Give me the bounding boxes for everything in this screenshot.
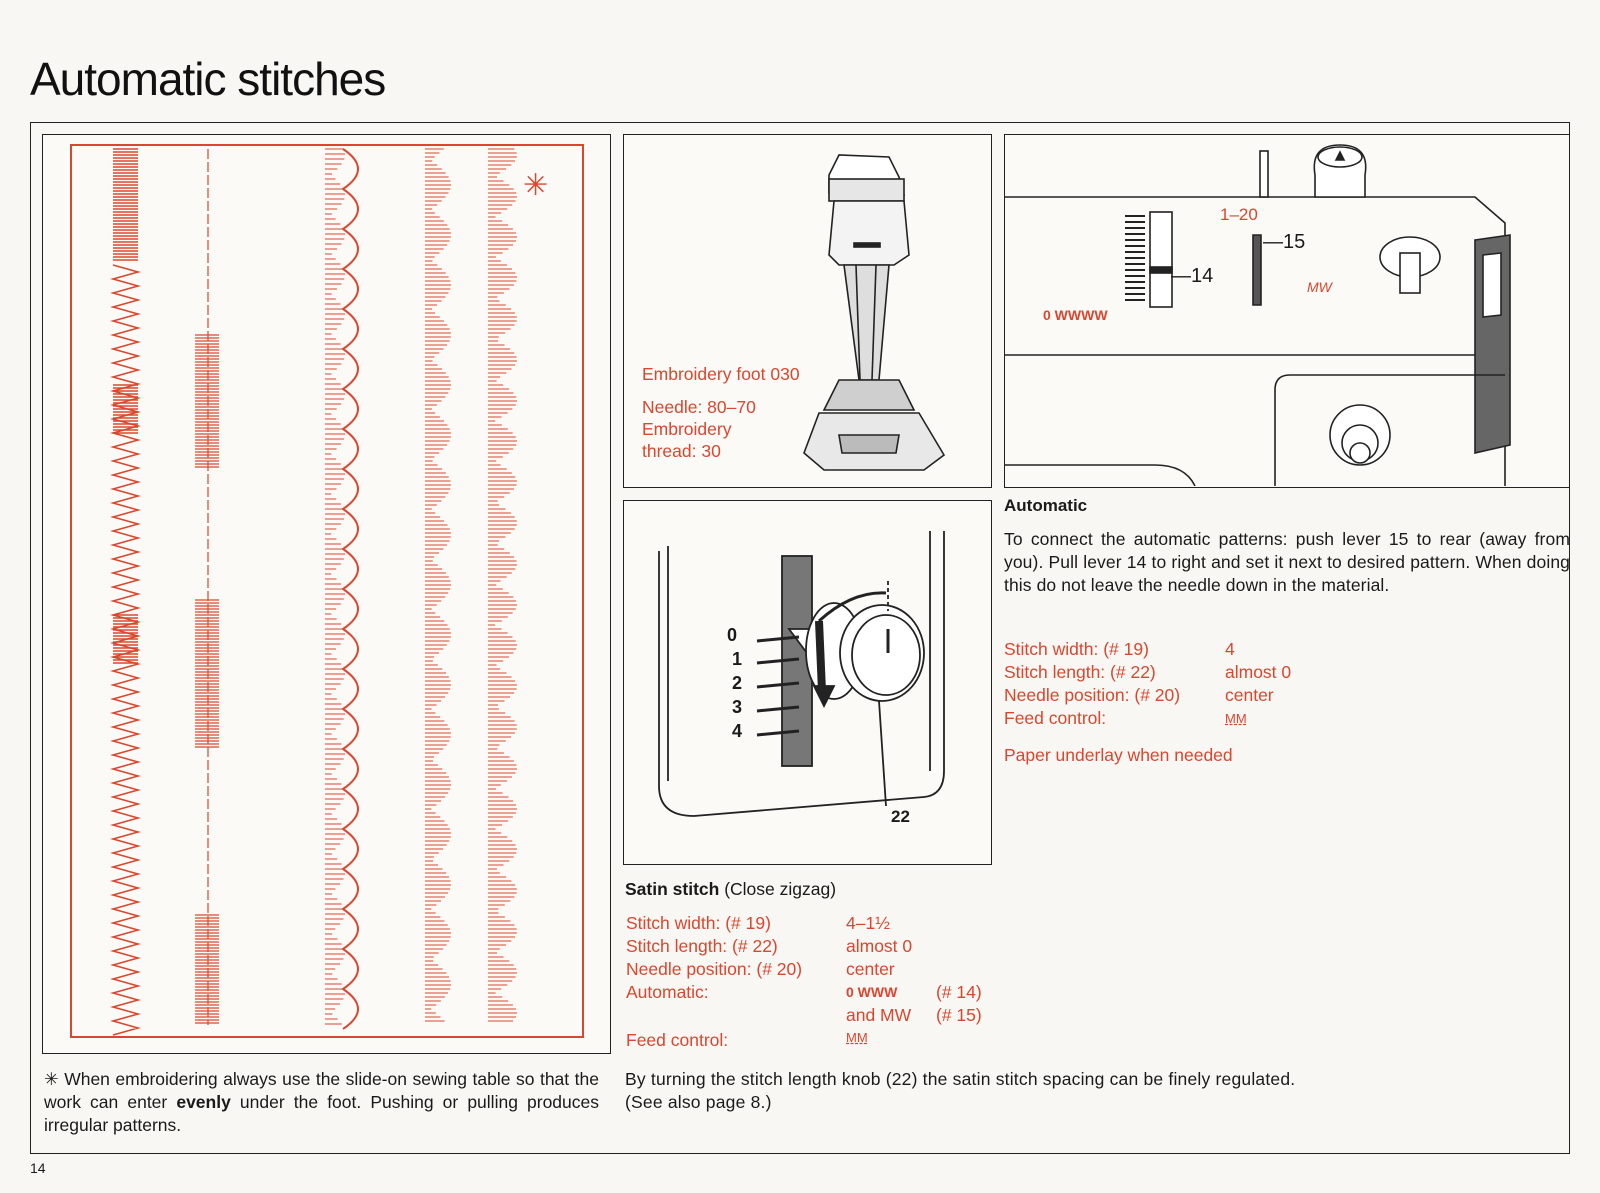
satin-automatic-and-value: and MW <box>846 1005 912 1025</box>
paper-underlay-note: Paper underlay when needed <box>1004 745 1233 765</box>
stitch-length-knob-illustration <box>658 531 945 817</box>
satin-position-value: center <box>846 959 895 979</box>
automatic-heading: Automatic <box>1004 496 1088 515</box>
wave-stitch <box>488 148 517 1022</box>
automatic-settings: Stitch width: (# 19) 4 Stitch length: (#… <box>1004 638 1570 738</box>
thread-spec-line1: Embroidery <box>642 419 732 439</box>
asterisk-icon: ✳ <box>44 1069 59 1089</box>
satin-block-stitch <box>113 148 138 261</box>
zero-pattern-symbol: 0 WWWW <box>1043 307 1108 323</box>
satin-automatic-label: Automatic: <box>626 982 709 1002</box>
knob-callout-22: 22 <box>891 807 910 826</box>
scale-3: 3 <box>732 697 743 717</box>
auto-length-label: Stitch length: (# 22) <box>1004 662 1156 682</box>
satin-heading-title: Satin stitch <box>625 879 720 899</box>
auto-position-value: center <box>1225 685 1274 705</box>
embroidery-foot-illustration <box>803 154 946 471</box>
scale-1: 1 <box>732 649 743 669</box>
satin-length-label: Stitch length: (# 22) <box>626 936 778 956</box>
satin-feed-symbol: MM <box>846 1030 868 1045</box>
satin-regulation-line1: By turning the stitch length knob (22) t… <box>625 1069 1296 1089</box>
scale-2: 2 <box>732 673 743 693</box>
page-title: Automatic stitches <box>30 53 386 105</box>
scale-0: 0 <box>727 625 738 645</box>
range-label: 1–20 <box>1220 205 1258 224</box>
lever-15-label: —15 <box>1263 231 1306 253</box>
embroidery-foot-panel: Embroidery foot 030 Needle: 80–70 Embroi… <box>623 134 992 488</box>
arch-stitch <box>425 148 451 1022</box>
auto-length-value: almost 0 <box>1225 662 1292 682</box>
automatic-instructions: To connect the automatic patterns: push … <box>1004 529 1570 595</box>
foot-label: Embroidery foot 030 <box>642 364 800 384</box>
satin-settings: Stitch width: (# 19) 4–1½ Stitch length:… <box>626 912 1006 1052</box>
scallop-stitch <box>341 148 359 1030</box>
satin-length-value: almost 0 <box>846 936 913 956</box>
asterisk-icon: ✳ <box>523 168 548 203</box>
stitch-length-knob-panel: 0 1 2 3 4 22 <box>623 500 992 865</box>
auto-width-value: 4 <box>1225 639 1235 659</box>
thread-spec-line2: thread: 30 <box>642 441 721 461</box>
auto-feed-symbol: MM <box>1225 711 1247 726</box>
satin-automatic-and-ref: (# 15) <box>936 1005 982 1025</box>
embroidery-footnote: ✳ When embroidering always use the slide… <box>44 1069 600 1135</box>
satin-position-label: Needle position: (# 20) <box>626 959 803 979</box>
stitch-samples-illustration: ✳ <box>70 144 584 1038</box>
stitch-samples-panel: ✳ <box>42 134 611 1054</box>
satin-heading: Satin stitch (Close zigzag) <box>625 878 836 901</box>
footnote-emphasis: evenly <box>176 1092 231 1112</box>
satin-regulation-line2: (See also page 8.) <box>625 1092 772 1112</box>
page-number: 14 <box>30 1160 46 1176</box>
mw-pattern-symbol: MW <box>1307 279 1332 295</box>
scallop-fill-stitch <box>325 148 345 1025</box>
auto-width-label: Stitch width: (# 19) <box>1004 639 1149 659</box>
bar-tack-stitch <box>195 334 219 1024</box>
sample-fabric-border <box>70 144 584 1038</box>
page-frame <box>30 122 1570 1154</box>
lever-14-label: —14 <box>1171 265 1214 287</box>
machine-lever-illustration <box>1005 144 1511 486</box>
machine-lever-panel: 1–20 —15 —14 0 WWWW MW <box>1004 134 1570 488</box>
satin-automatic-ref: (# 14) <box>936 982 982 1002</box>
zigzag-stitch <box>110 264 141 1036</box>
satin-feed-label: Feed control: <box>626 1030 729 1050</box>
scale-4: 4 <box>732 721 743 741</box>
satin-width-label: Stitch width: (# 19) <box>626 913 771 933</box>
auto-feed-label: Feed control: <box>1004 708 1107 728</box>
satin-width-value: 4–1½ <box>846 913 890 933</box>
satin-regulation-note: By turning the stitch length knob (22) t… <box>625 1068 1565 1114</box>
satin-heading-sub: (Close zigzag) <box>724 879 837 899</box>
needle-spec: Needle: 80–70 <box>642 397 756 417</box>
satin-block-stitch-2 <box>113 384 138 664</box>
auto-position-label: Needle position: (# 20) <box>1004 685 1181 705</box>
satin-automatic-value: 0 WWW <box>846 984 898 1000</box>
